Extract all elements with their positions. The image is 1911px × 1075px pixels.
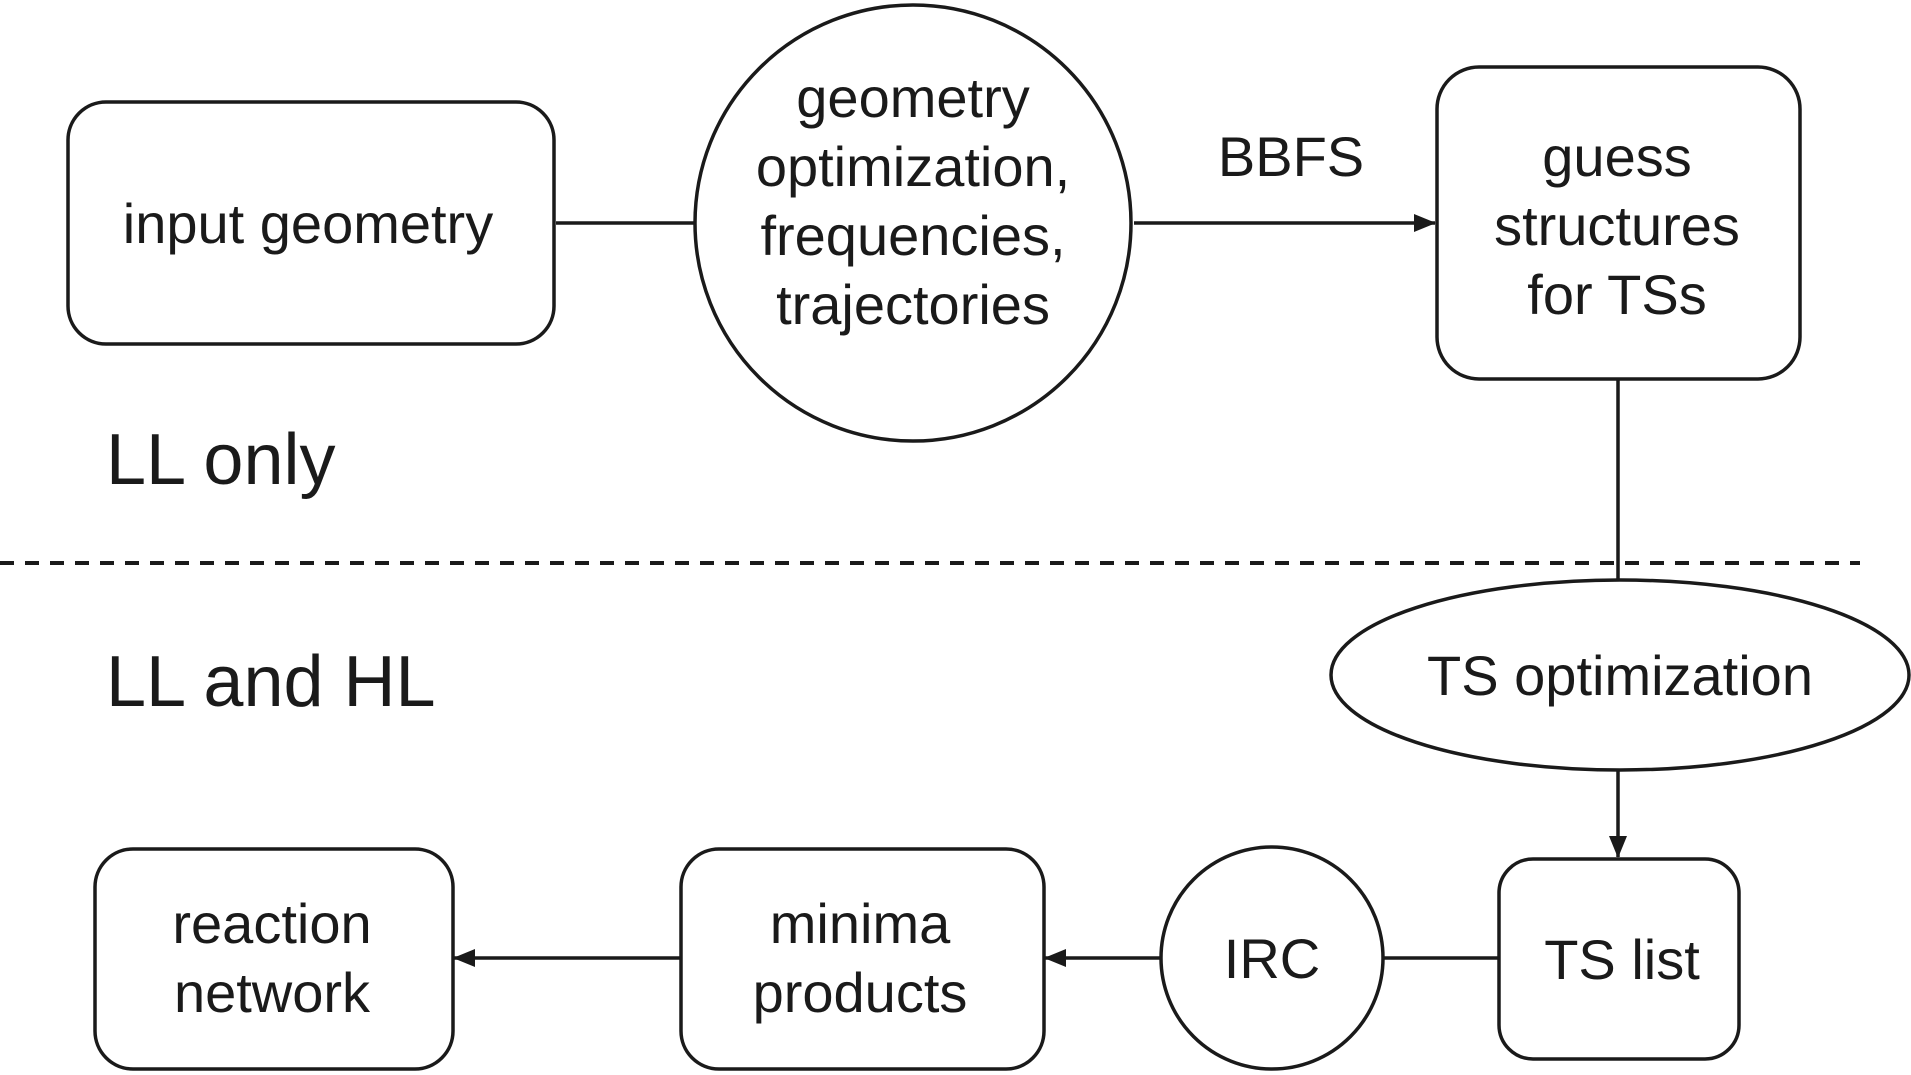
node-reaction-network-line-2: network <box>174 961 371 1024</box>
node-guess-structures-line-3: for TSs <box>1527 263 1706 326</box>
node-geometry-optimization-line-2: optimization, <box>756 135 1070 198</box>
node-irc-label: IRC <box>1224 927 1320 990</box>
node-geometry-optimization: geometry optimization, frequencies, traj… <box>693 3 1133 443</box>
node-ts-list: TS list <box>1497 857 1741 1061</box>
node-minima-products-line-1: minima <box>770 892 951 955</box>
node-guess-structures-line-2: structures <box>1494 194 1740 257</box>
node-reaction-network-line-1: reaction <box>172 892 371 955</box>
node-reaction-network: reaction network <box>93 847 455 1071</box>
node-input-geometry-label: input geometry <box>123 192 493 255</box>
node-minima-products-line-2: products <box>753 961 968 1024</box>
node-ts-optimization: TS optimization <box>1329 578 1911 772</box>
edge-label-bbfs: BBFS <box>1218 125 1364 188</box>
region-label-ll-and-hl: LL and HL <box>106 642 436 722</box>
node-geometry-optimization-line-3: frequencies, <box>760 204 1065 267</box>
node-geometry-optimization-line-1: geometry <box>796 66 1029 129</box>
region-label-ll-only: LL only <box>106 420 336 500</box>
node-irc: IRC <box>1159 845 1385 1071</box>
node-guess-structures: guess structures for TSs <box>1435 65 1802 381</box>
node-geometry-optimization-line-4: trajectories <box>776 273 1050 336</box>
node-guess-structures-line-1: guess <box>1542 125 1691 188</box>
node-input-geometry: input geometry <box>66 100 556 346</box>
node-minima-products: minima products <box>679 847 1046 1071</box>
node-ts-list-label: TS list <box>1544 928 1700 991</box>
node-ts-optimization-label: TS optimization <box>1427 644 1813 707</box>
